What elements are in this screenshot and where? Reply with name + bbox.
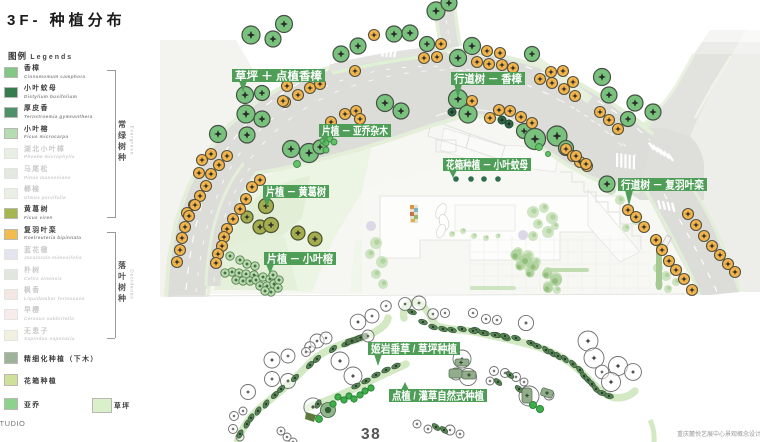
svg-text:行道树 － 香樟: 行道树 － 香樟 [453,72,522,86]
svg-text:片植 － 亚乔杂木: 片植 － 亚乔杂木 [322,124,389,138]
svg-text:片植 － 黄葛树: 片植 － 黄葛树 [266,185,326,199]
svg-text:草坪 ＋ 点植香樟: 草坪 ＋ 点植香樟 [235,69,322,83]
svg-text:点植 / 灌草自然式种植: 点植 / 灌草自然式种植 [392,389,484,403]
svg-text:姬岩垂草 / 草坪种植: 姬岩垂草 / 草坪种植 [371,342,457,356]
svg-text:行道树 － 复羽叶栾: 行道树 － 复羽叶栾 [620,178,705,192]
svg-text:片植 － 小叶榕: 片植 － 小叶榕 [267,252,334,266]
svg-text:花箱种植 － 小叶蚊母: 花箱种植 － 小叶蚊母 [446,158,528,172]
